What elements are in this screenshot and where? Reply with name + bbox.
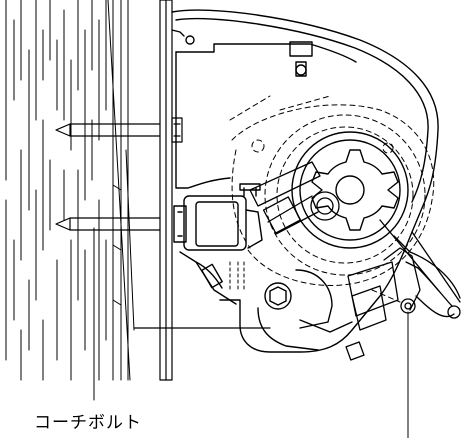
arm-linkage	[249, 161, 340, 235]
coach-bolt-label: コーチボルト	[34, 413, 142, 433]
motor-box	[173, 183, 263, 293]
sensor-bracket	[345, 219, 461, 361]
main-flange	[291, 131, 409, 249]
coach-bolt-lower	[55, 217, 161, 231]
mounting-plate	[133, 0, 271, 381]
unit-housing	[171, 9, 439, 353]
lower-body	[179, 251, 353, 351]
hidden-lines	[229, 95, 435, 303]
wood-post	[5, 0, 135, 381]
coach-bolt-upper	[55, 117, 183, 143]
